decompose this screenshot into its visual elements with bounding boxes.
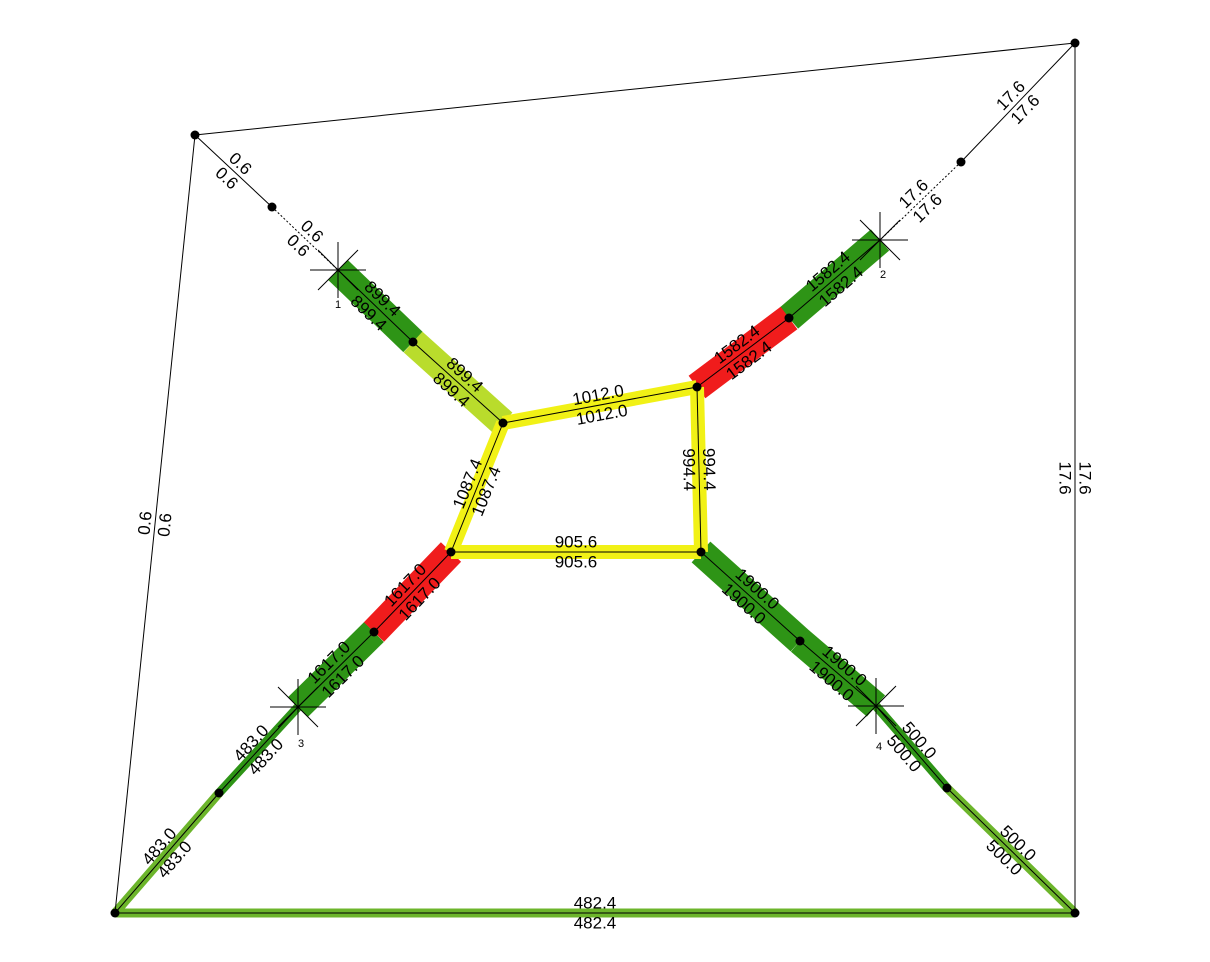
centroid-number: 2: [880, 269, 886, 281]
node-C: [1070, 908, 1080, 918]
node-P1: [498, 418, 508, 428]
centroid-number: 1: [335, 299, 341, 311]
node-b3: [369, 627, 379, 637]
line-branch-2b: [696, 317, 790, 388]
centroid-number: 3: [298, 738, 304, 750]
line-inner-right: [696, 386, 702, 553]
line-connector-4b: [875, 705, 948, 789]
node-P3: [446, 547, 456, 557]
node-P4: [696, 547, 706, 557]
line-connector-3b: [218, 706, 299, 794]
link-label-inner-right-2: 994.4: [679, 448, 699, 491]
link-label-outer-left-1: 0.6: [134, 510, 155, 535]
centroid-c1: 1: [310, 242, 366, 311]
centroid-cross-d2: [859, 219, 901, 261]
link-lines: [114, 42, 1076, 914]
line-connector-1a: [194, 134, 273, 208]
centroid-cross-d2: [317, 249, 359, 291]
link-label-outer-left-2: 0.6: [154, 512, 175, 537]
centroid-number: 4: [876, 741, 882, 753]
node-a2: [956, 157, 966, 167]
line-branch-2a: [788, 239, 881, 319]
node-B: [1070, 38, 1080, 48]
link-label-outer-right-2: 17.6: [1056, 461, 1075, 494]
centroid-c3: 3: [270, 679, 326, 750]
line-inner-top: [502, 386, 698, 424]
link-labels: 0.60.617.617.6482.4482.40.60.60.60.6899.…: [134, 77, 1094, 932]
line-outer-top: [194, 42, 1076, 136]
line-connector-3a: [114, 792, 220, 914]
node-b2: [784, 313, 794, 323]
centroid-c4: 4: [848, 678, 904, 753]
centroid-c2: 2: [852, 212, 908, 281]
link-label-inner-bottom-2: 905.6: [555, 553, 598, 572]
node-D: [110, 908, 120, 918]
node-a3: [214, 788, 224, 798]
link-bands: [111, 229, 1079, 918]
link-label-outer-bottom-1: 482.4: [574, 894, 617, 913]
line-connector-2a: [960, 42, 1076, 163]
link-label-inner-right-1: 994.4: [699, 448, 719, 491]
line-branch-3b: [373, 551, 452, 633]
centroid-cross-d2: [855, 685, 897, 727]
centroid-cross-d2: [277, 686, 319, 728]
line-branch-1b: [412, 341, 504, 424]
line-branch-4b: [700, 551, 801, 642]
node-b1: [408, 337, 418, 347]
line-outer-left: [114, 134, 196, 914]
node-b4: [795, 636, 805, 646]
link-label-inner-bottom-1: 905.6: [555, 533, 598, 552]
line-inner-left: [450, 422, 504, 553]
nodes: 1 2 3 4: [110, 38, 1080, 918]
line-connector-4a: [946, 787, 1076, 914]
node-P2: [692, 382, 702, 392]
link-label-outer-right-1: 17.6: [1076, 461, 1095, 494]
link-label-outer-bottom-2: 482.4: [574, 914, 617, 933]
line-branch-4a: [799, 640, 877, 707]
node-a4: [942, 783, 952, 793]
node-A: [190, 130, 200, 140]
node-a1: [267, 202, 277, 212]
